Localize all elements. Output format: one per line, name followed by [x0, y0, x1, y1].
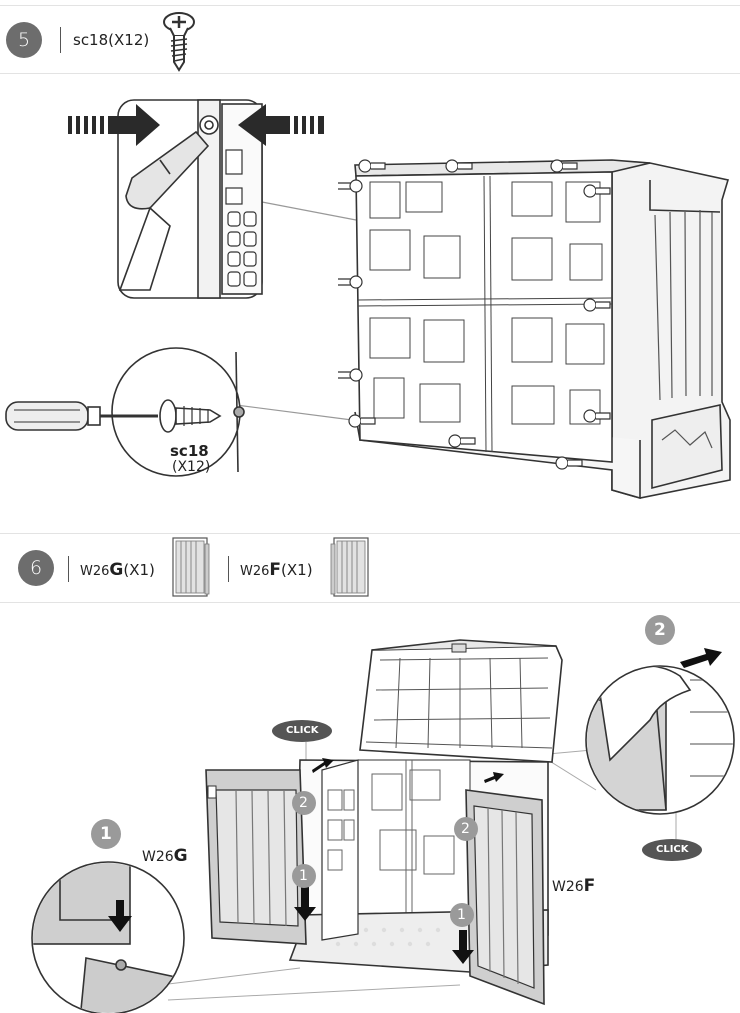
door-g-label: W26G [142, 846, 188, 866]
part-f-label: W26F(X1) [240, 560, 313, 580]
door-f [465, 789, 545, 1006]
part-g-letter: G [109, 560, 124, 580]
step-6-number: 6 [18, 550, 54, 586]
badge-2-right-callout: 2 [654, 620, 666, 640]
slide-arrows [312, 758, 504, 783]
step-5-number: 5 [6, 22, 42, 58]
part-g-qty: (X1) [123, 561, 155, 579]
callout-screw-code: sc18 [170, 442, 209, 460]
step-5-parts-label: sc18(X12) [73, 31, 150, 49]
storage-box-back [354, 159, 731, 500]
back-panel-pattern [357, 175, 613, 453]
badge-2-left-door: 2 [299, 795, 308, 811]
left-detail-callout [31, 861, 185, 1013]
number-badges [91, 615, 675, 927]
header-separator [68, 556, 69, 582]
click-label-right: CLICK [656, 844, 689, 855]
step-6-illustration [31, 615, 735, 1013]
step-5-illustration [5, 99, 731, 500]
right-detail-callout [585, 648, 735, 815]
part-f-prefix: W26 [240, 564, 270, 579]
door-f-prefix: W26 [552, 879, 584, 895]
top-divider [0, 5, 740, 6]
badge-1-left-door: 1 [299, 868, 308, 884]
badge-2-right-door: 2 [461, 821, 470, 837]
badge-1-left-callout: 1 [100, 824, 112, 844]
panel-screws [338, 159, 611, 470]
click-badges [272, 720, 702, 861]
header-separator [60, 27, 61, 53]
header-separator [228, 556, 229, 582]
screwdriver-callout [5, 347, 245, 477]
door-f-letter: F [583, 876, 596, 896]
part-f-qty: (X1) [281, 561, 313, 579]
step-5-divider [0, 73, 740, 74]
screw-icon [163, 12, 195, 72]
door-g-letter: G [173, 846, 188, 866]
door-g-prefix: W26 [142, 849, 174, 865]
click-label-left: CLICK [286, 725, 319, 736]
push-arrows [68, 104, 324, 146]
door-f-label: W26F [552, 876, 595, 896]
down-arrows [294, 885, 474, 964]
door-g [205, 769, 307, 945]
door-g-thumbnail [172, 537, 210, 597]
part-g-prefix: W26 [80, 564, 110, 579]
door-f-thumbnail [330, 537, 369, 597]
callout-screw-qty: (X12) [172, 459, 211, 475]
part-f-letter: F [269, 560, 282, 580]
part-g-label: W26G(X1) [80, 560, 155, 580]
step-6-divider [0, 602, 740, 603]
step-6-top-divider [0, 533, 740, 534]
open-lid [359, 639, 563, 763]
badge-1-right-door: 1 [457, 907, 466, 923]
